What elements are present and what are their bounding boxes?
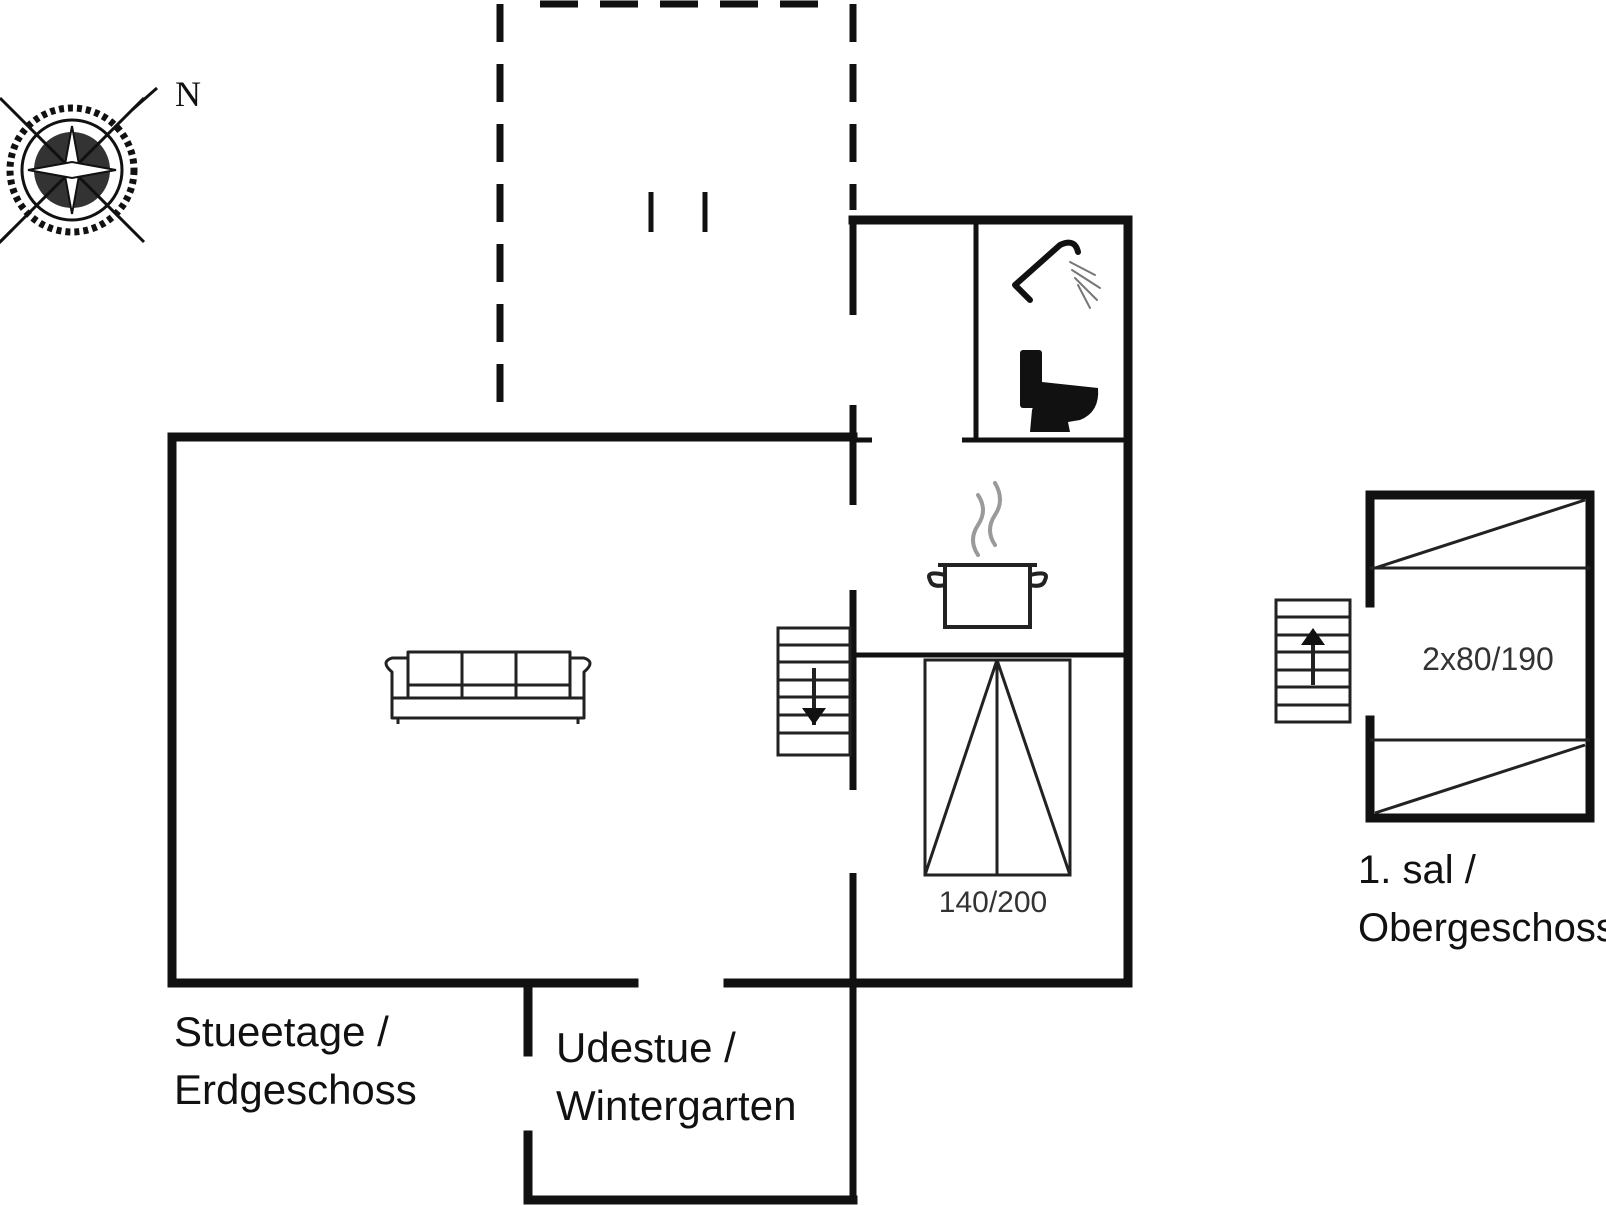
shower-icon	[1012, 239, 1101, 309]
upper-floor-label-line1: 1. sal /	[1358, 848, 1477, 892]
stairs-down-icon	[776, 626, 852, 757]
single-bed-icon	[1370, 498, 1590, 815]
bathroom-walls	[853, 220, 1128, 443]
compass-rose-icon	[0, 86, 158, 245]
single-bed-size: 2x80/190	[1422, 641, 1554, 677]
conservatory-label-line1: Udestue /	[556, 1024, 736, 1071]
upper-floor-label-line2: Obergeschoss	[1358, 906, 1606, 950]
terrace-outline	[496, 0, 857, 416]
ground-floor-label-line1: Stueetage /	[174, 1008, 389, 1055]
ground-floor-walls	[167, 215, 1133, 1205]
ground-floor-label-line2: Erdgeschoss	[174, 1066, 417, 1113]
sofa-icon	[384, 650, 592, 724]
compass-north-label: N	[175, 74, 201, 114]
double-bed-icon	[923, 658, 1072, 877]
double-bed-size: 140/200	[939, 886, 1047, 919]
upper-floor-walls	[1365, 490, 1595, 823]
toilet-icon	[1020, 350, 1099, 432]
conservatory-label-line2: Wintergarten	[556, 1082, 796, 1129]
terrace-marks	[648, 192, 708, 232]
stairs-up-icon	[1274, 598, 1352, 724]
cooking-pot-icon	[927, 481, 1048, 629]
